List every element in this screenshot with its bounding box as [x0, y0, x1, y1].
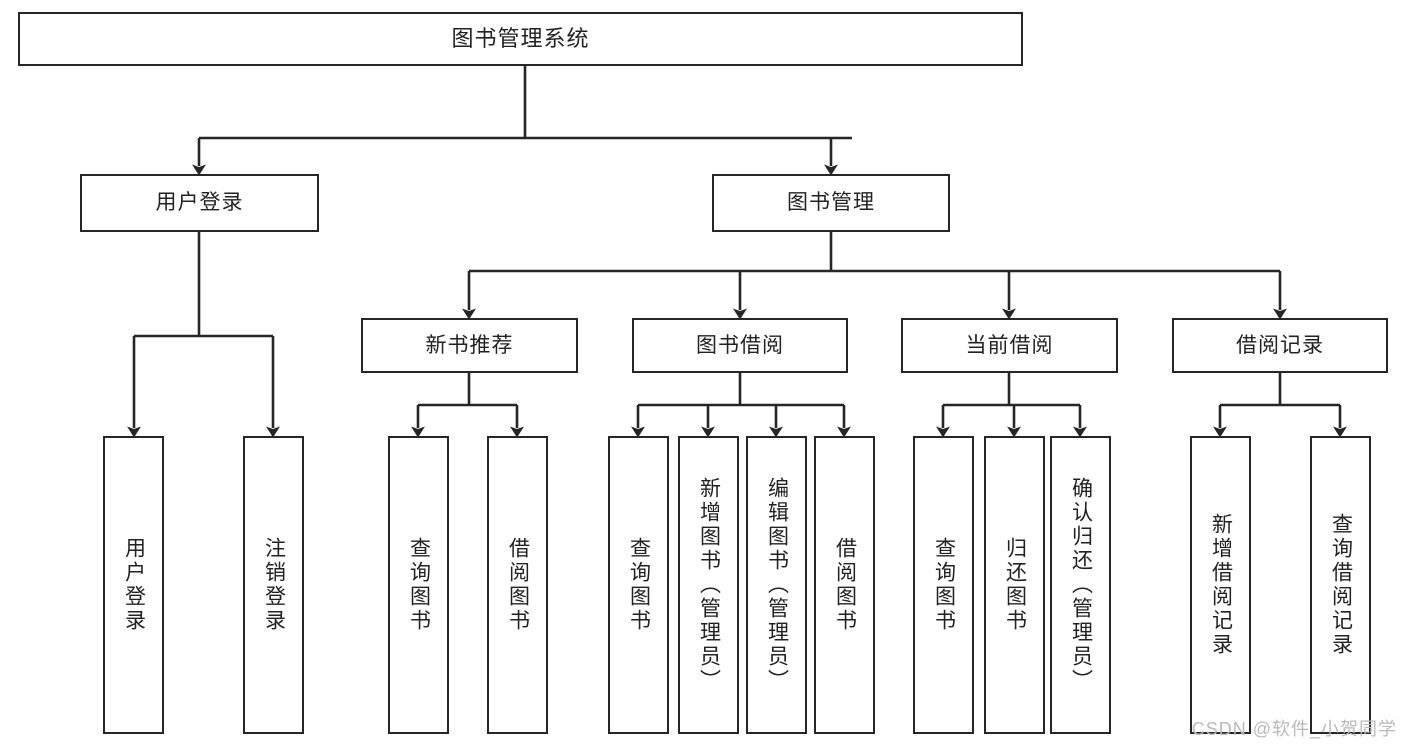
leaf-edit-book-label: 编辑图书（管理员）: [765, 477, 789, 693]
leaf-borrow-book-2[interactable]: 借阅图书: [814, 436, 875, 734]
leaf-add-book[interactable]: 新增图书（管理员）: [678, 436, 739, 734]
leaf-query-book-3[interactable]: 查询图书: [913, 436, 974, 734]
node-book-borrow-label: 图书借阅: [696, 333, 784, 357]
node-user-login[interactable]: 用户登录: [80, 174, 319, 232]
leaf-query-book-2-label: 查询图书: [627, 537, 651, 633]
watermark: CSDN @软件_小贺同学: [1191, 719, 1397, 739]
leaf-add-borrow-record[interactable]: 新增借阅记录: [1190, 436, 1251, 734]
leaf-logout[interactable]: 注销登录: [243, 436, 304, 734]
node-borrow-record-label: 借阅记录: [1236, 333, 1324, 357]
leaf-add-book-label: 新增图书（管理员）: [697, 477, 721, 693]
leaf-borrow-book-1[interactable]: 借阅图书: [487, 436, 548, 734]
leaf-confirm-return-label: 确认归还（管理员）: [1069, 477, 1093, 693]
leaf-query-book-2[interactable]: 查询图书: [608, 436, 669, 734]
node-new-book-recommend-label: 新书推荐: [425, 333, 514, 357]
node-book-borrow[interactable]: 图书借阅: [632, 318, 848, 373]
node-current-borrow-label: 当前借阅: [965, 333, 1054, 357]
leaf-edit-book[interactable]: 编辑图书（管理员）: [746, 436, 807, 734]
leaf-query-borrow-record[interactable]: 查询借阅记录: [1310, 436, 1371, 734]
node-book-manage[interactable]: 图书管理: [712, 174, 950, 232]
node-borrow-record[interactable]: 借阅记录: [1172, 318, 1388, 373]
leaf-query-borrow-record-label: 查询借阅记录: [1329, 513, 1353, 657]
leaf-confirm-return[interactable]: 确认归还（管理员）: [1050, 436, 1111, 734]
node-book-manage-label: 图书管理: [787, 191, 875, 215]
leaf-query-book-3-label: 查询图书: [932, 537, 956, 633]
node-root[interactable]: 图书管理系统: [18, 12, 1023, 66]
leaf-borrow-book-2-label: 借阅图书: [833, 537, 857, 633]
leaf-user-login-label: 用户登录: [122, 537, 146, 633]
leaf-return-book[interactable]: 归还图书: [984, 436, 1045, 734]
leaf-query-book-1[interactable]: 查询图书: [388, 436, 449, 734]
node-root-label: 图书管理系统: [451, 25, 590, 51]
leaf-add-borrow-record-label: 新增借阅记录: [1209, 513, 1233, 657]
node-user-login-label: 用户登录: [155, 191, 244, 215]
leaf-logout-label: 注销登录: [262, 537, 286, 633]
node-current-borrow[interactable]: 当前借阅: [901, 318, 1118, 373]
leaf-borrow-book-1-label: 借阅图书: [506, 537, 530, 633]
leaf-return-book-label: 归还图书: [1003, 537, 1027, 633]
leaf-query-book-1-label: 查询图书: [407, 537, 431, 633]
leaf-user-login[interactable]: 用户登录: [103, 436, 164, 734]
node-new-book-recommend[interactable]: 新书推荐: [361, 318, 578, 373]
